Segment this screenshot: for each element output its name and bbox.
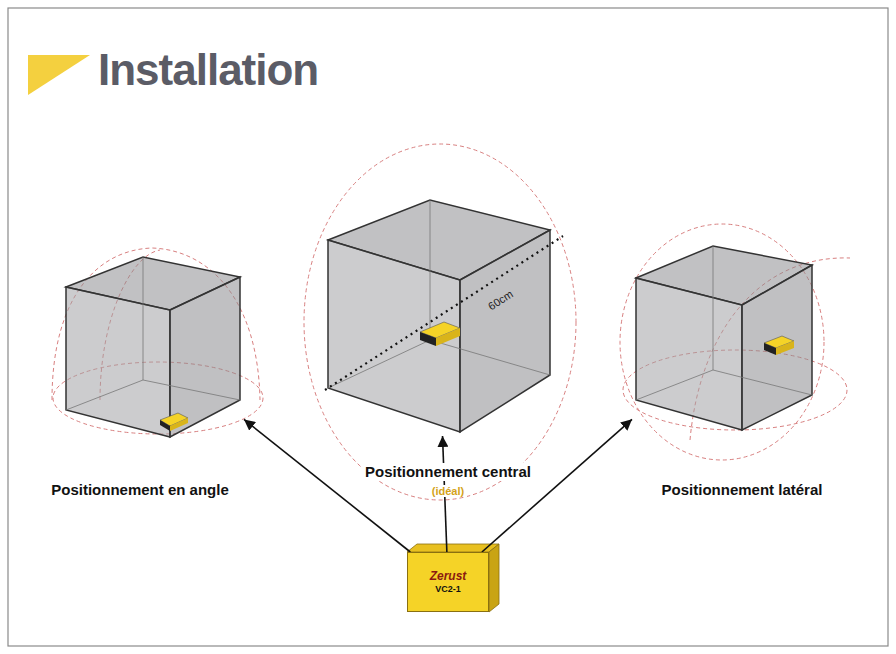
arrow-connector bbox=[482, 419, 632, 552]
title-icon bbox=[28, 55, 90, 95]
cube-zone: Positionnement latéral bbox=[632, 242, 816, 434]
dimension-line bbox=[325, 236, 563, 390]
cube-zone: Positionnement central(idéal) bbox=[322, 196, 554, 436]
hidden-edge bbox=[713, 370, 812, 395]
central-cube bbox=[304, 144, 576, 500]
product-box: ZerustVC2-1 bbox=[407, 552, 489, 612]
note-label: (idéal) bbox=[429, 485, 467, 498]
position-label: Positionnement central bbox=[362, 463, 534, 480]
hidden-edge bbox=[328, 200, 430, 388]
arrow-connector bbox=[244, 419, 410, 552]
device-side bbox=[170, 418, 188, 431]
device-end bbox=[764, 343, 776, 355]
cube-left bbox=[636, 278, 742, 430]
lateral-cube bbox=[620, 224, 850, 460]
cube-right bbox=[170, 277, 240, 437]
position-label: Positionnement latéral bbox=[659, 481, 826, 498]
angle-cube bbox=[52, 248, 263, 437]
hidden-edge bbox=[66, 257, 143, 410]
brand-name: Zerust bbox=[430, 570, 467, 584]
hidden-edge bbox=[143, 380, 240, 400]
product-side bbox=[489, 544, 499, 612]
device-end bbox=[420, 332, 436, 346]
model-code: VC2-1 bbox=[435, 584, 461, 594]
cube-right bbox=[460, 230, 550, 432]
hidden-edge bbox=[430, 340, 550, 375]
cube-left bbox=[328, 240, 460, 432]
position-label: Positionnement en angle bbox=[48, 481, 232, 498]
cube-left bbox=[66, 287, 170, 437]
cube-zone: Positionnement en angle bbox=[62, 254, 244, 440]
device-side bbox=[776, 341, 794, 355]
device-side bbox=[436, 328, 460, 346]
range-ellipse bbox=[304, 144, 576, 500]
range-ellipse bbox=[620, 224, 824, 460]
product-box bbox=[407, 544, 499, 612]
cube-right bbox=[742, 265, 812, 430]
product-top bbox=[407, 544, 499, 552]
device-end bbox=[160, 420, 170, 431]
hidden-edge bbox=[636, 246, 713, 400]
title: Installation bbox=[98, 46, 318, 94]
frame bbox=[8, 8, 888, 646]
